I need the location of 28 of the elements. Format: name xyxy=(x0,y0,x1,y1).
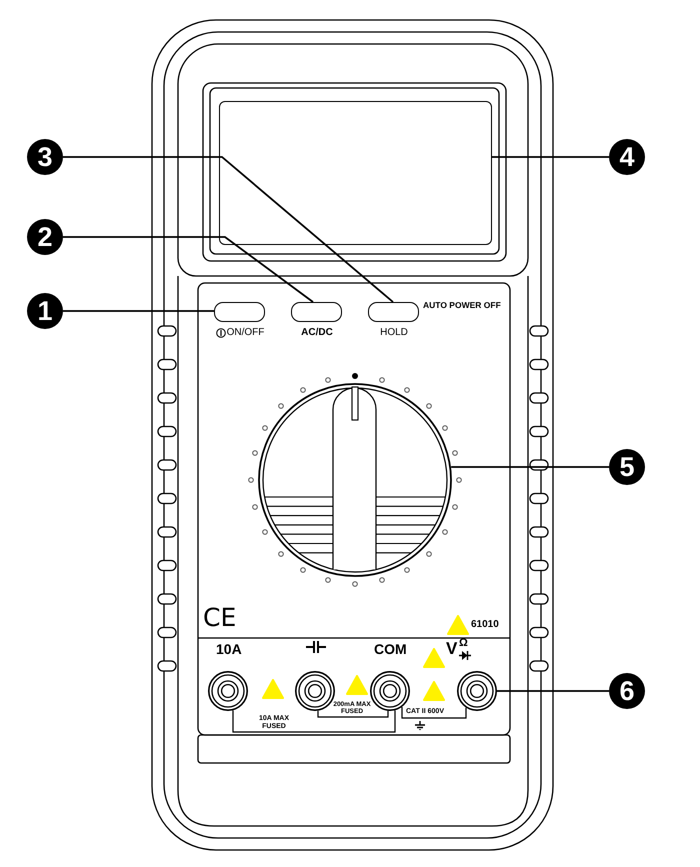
callout-number: 1 xyxy=(27,293,63,329)
input-jack xyxy=(208,671,248,711)
terminal-label: 10A xyxy=(216,641,242,657)
button-label: HOLD xyxy=(380,326,408,338)
terminal-label: COM xyxy=(374,641,407,657)
lcd-display xyxy=(219,101,492,245)
bracket-line xyxy=(232,710,396,733)
input-jack xyxy=(457,671,497,711)
callout-number: 3 xyxy=(27,139,63,175)
button-label: ON/OFF xyxy=(226,326,264,338)
callout-number: 2 xyxy=(27,219,63,255)
bracket-line xyxy=(317,710,389,718)
callout-number: 5 xyxy=(609,449,645,485)
callout-number: 6 xyxy=(609,673,645,709)
leader-line xyxy=(63,310,214,312)
input-jack xyxy=(295,671,335,711)
bracket-line xyxy=(401,707,467,719)
leader-line xyxy=(451,466,609,468)
button-label: AC/DC xyxy=(301,326,333,338)
leader-line xyxy=(497,690,609,692)
rotary-switch xyxy=(258,383,452,577)
panel-label: AUTO POWER OFF xyxy=(423,300,501,310)
callout-number: 4 xyxy=(609,139,645,175)
standard-number: 61010 xyxy=(471,619,499,631)
certification-mark: CE xyxy=(203,603,236,632)
terminal-label: V xyxy=(446,639,458,659)
terminal-label: Ω xyxy=(459,637,468,649)
leader-line xyxy=(492,156,609,158)
